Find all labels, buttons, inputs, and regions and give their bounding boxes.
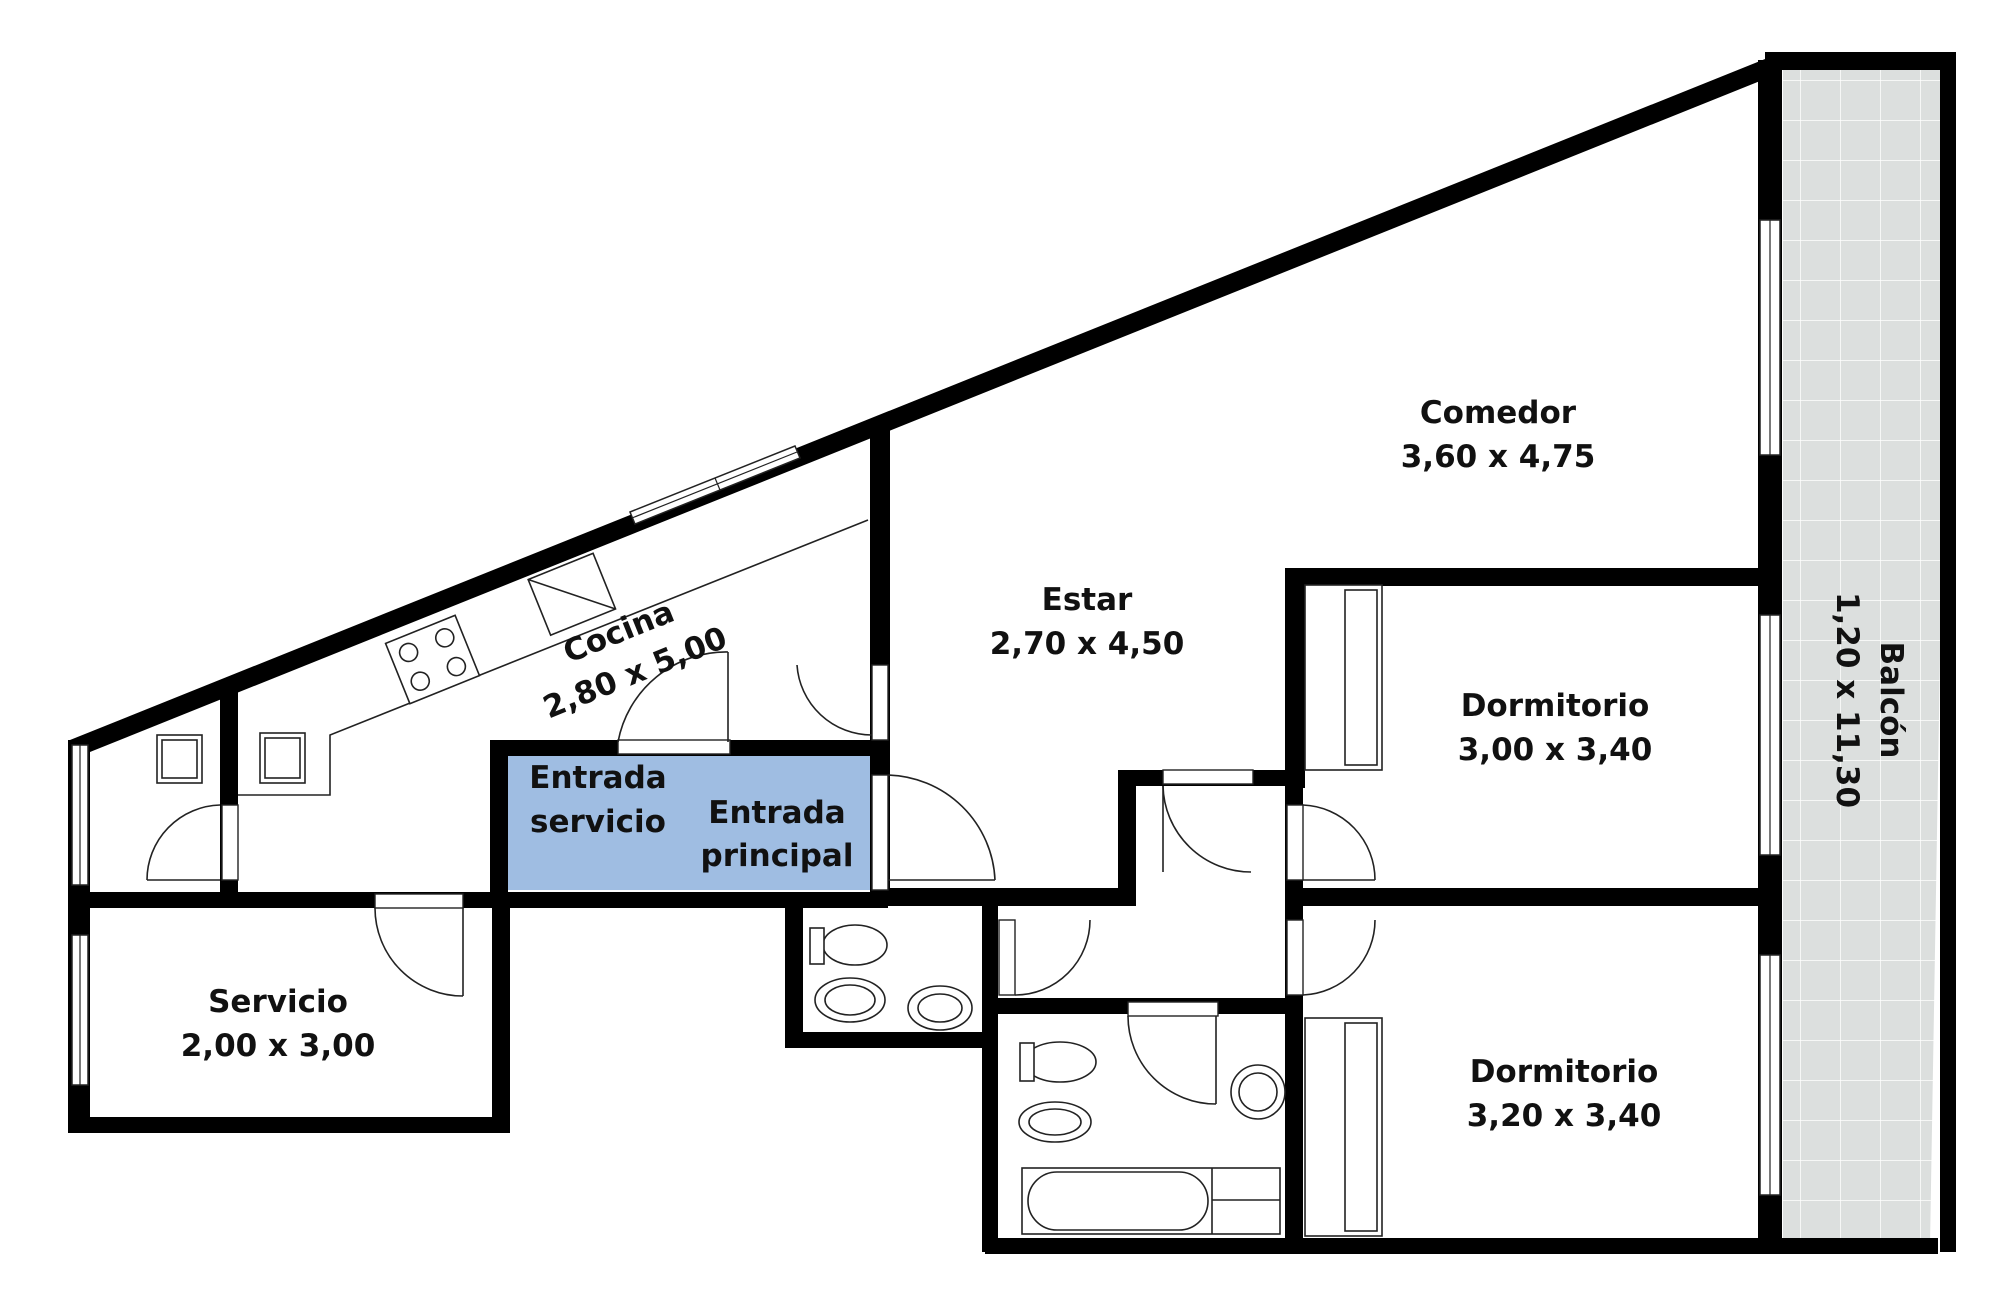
label-estar-dims: 2,70 x 4,50 [990,626,1185,662]
label-entrada-servicio-2: servicio [530,804,666,840]
fridge-icon [527,552,617,637]
room-labels: Comedor 3,60 x 4,75 Estar 2,70 x 4,50 Co… [181,395,1909,1134]
label-entrada-principal-2: principal [701,838,854,874]
toilet-icon [1023,1041,1097,1083]
label-servicio-dims: 2,00 x 3,00 [181,1028,376,1064]
stove-icon [384,614,481,705]
label-comedor-name: Comedor [1420,395,1577,431]
label-servicio-name: Servicio [208,984,348,1020]
label-entrada-servicio-1: Entrada [529,760,666,796]
entrance-highlight [500,755,870,890]
balcony-floor [1783,68,1950,1245]
label-balcon-dims: 1,20 x 11,30 [1829,592,1865,808]
label-dormitorio-2-name: Dormitorio [1470,1054,1659,1090]
label-estar-name: Estar [1042,582,1133,618]
windows [71,219,1781,1196]
toilet-icon [822,924,888,966]
label-dormitorio-1-name: Dormitorio [1461,688,1650,724]
label-dormitorio-2-dims: 3,20 x 3,40 [1467,1098,1662,1134]
doors [146,651,1376,1105]
label-dormitorio-1-dims: 3,00 x 3,40 [1458,732,1653,768]
label-balcon-name: Balcón [1873,642,1909,759]
label-comedor-dims: 3,60 x 4,75 [1401,439,1596,475]
label-entrada-principal-1: Entrada [708,795,845,831]
fixtures [156,519,1383,1237]
